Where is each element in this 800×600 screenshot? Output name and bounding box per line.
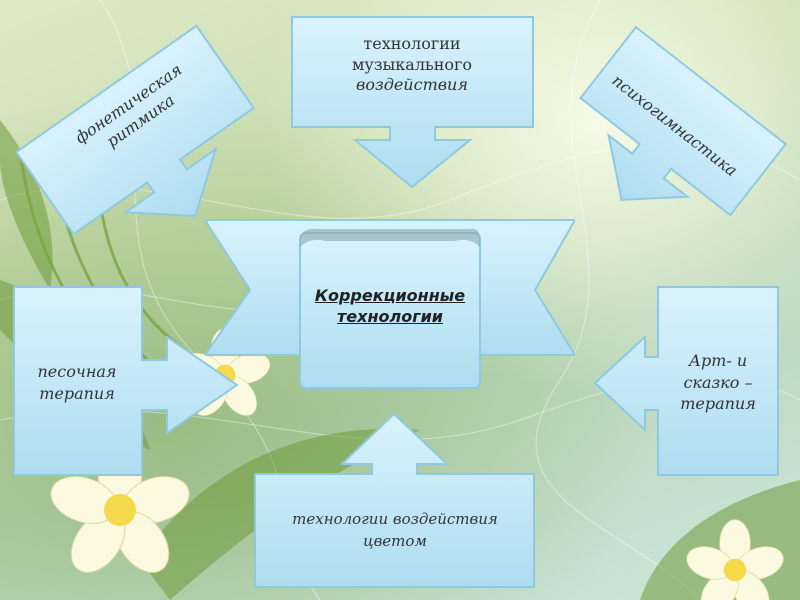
label-sand: песочная терапия	[14, 290, 140, 475]
label-music-line3: воздействия	[356, 75, 468, 94]
label-color-line2: цветом	[363, 532, 427, 550]
label-color: технологии воздействия цветом	[256, 478, 534, 583]
label-music-line1: технологии	[363, 34, 460, 53]
center-title-line1: Коррекционные	[315, 286, 465, 305]
label-music-line2: музыкального	[352, 55, 472, 74]
label-music: технологии музыкального воздействия	[292, 20, 532, 110]
label-art-line1: Арт- и	[689, 351, 747, 370]
label-color-line1: технологии воздействия	[292, 510, 498, 528]
label-art-line3: терапия	[680, 394, 756, 413]
label-sand-line2: терапия	[39, 384, 115, 403]
label-art: Арт- и сказко – терапия	[660, 290, 776, 475]
label-art-line2: сказко –	[683, 373, 752, 392]
center-title: Коррекционные технологии	[300, 232, 480, 382]
center-title-line2: технологии	[337, 307, 443, 326]
label-sand-line1: песочная	[38, 362, 117, 381]
